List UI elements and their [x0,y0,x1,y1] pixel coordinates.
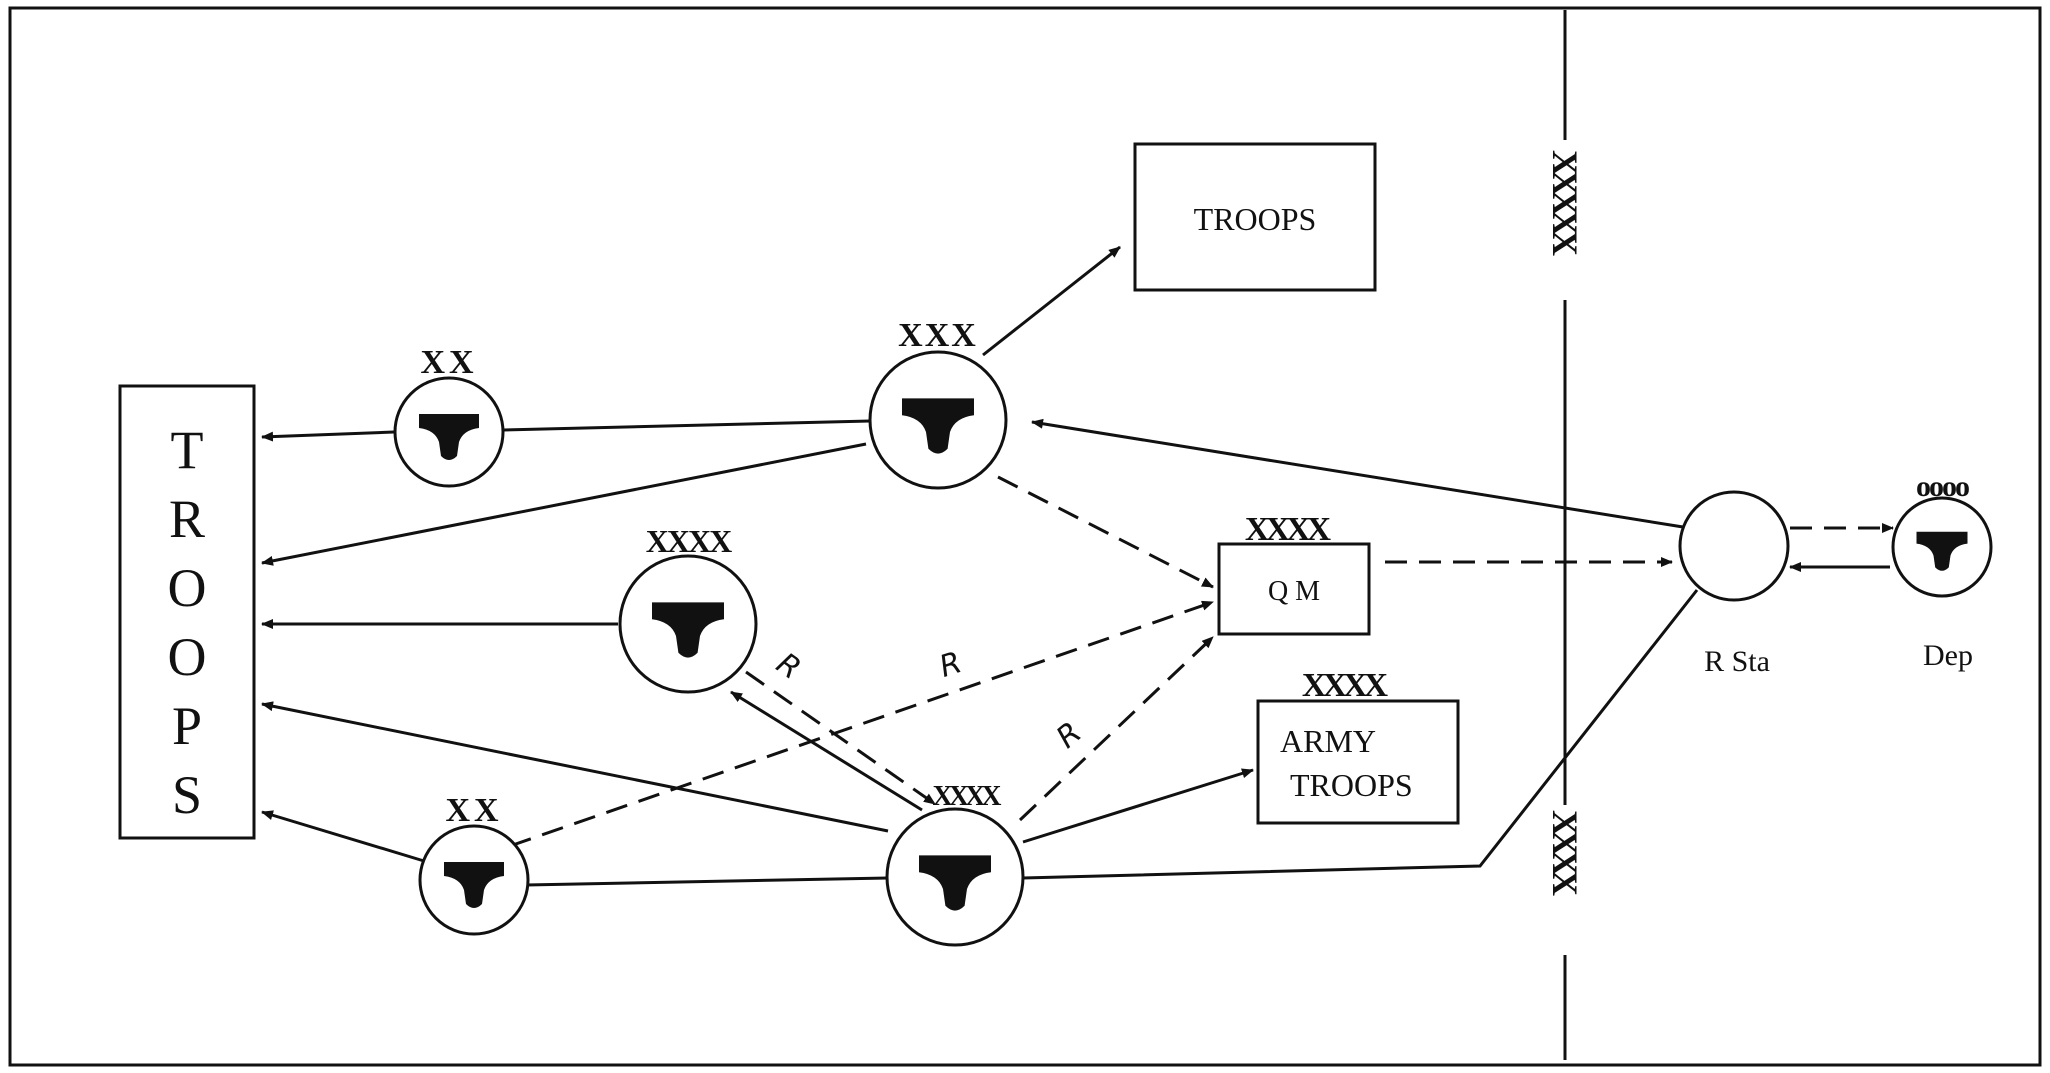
svg-text:Q M: Q M [1268,576,1320,607]
army-qm-top: XXXX [618,523,758,694]
svg-text:O: O [168,627,207,687]
svg-text:TROOPS: TROOPS [1290,767,1413,803]
svg-text:XXXX: XXXX [646,523,732,559]
svg-text:R: R [169,489,205,549]
svg-text:Dep: Dep [1923,639,1973,672]
army-qm-bottom: XXXX [885,781,1025,947]
route-label-r: R [770,646,807,687]
svg-text:R Sta: R Sta [1704,645,1770,678]
svg-text:XX: XX [420,344,477,381]
svg-text:O: O [168,558,207,618]
railhead-station: R Sta [1678,490,1790,678]
troops-top-box: TROOPS [1133,142,1377,292]
svg-text:S: S [172,765,202,825]
svg-text:oooo: oooo [1916,470,1969,503]
route-label-r: R [1050,715,1088,755]
svg-text:TROOPS: TROOPS [1194,201,1317,237]
division-qm-bottom: XX [418,792,530,936]
supply-routes [261,245,1890,887]
svg-text:XX: XX [445,792,502,829]
svg-text:P: P [172,696,202,756]
division-qm-top: XX [393,344,505,488]
diagram-frame [8,6,2042,1067]
svg-text:ARMY: ARMY [1280,723,1376,759]
qm-box: Q M XXXX [1217,511,1371,636]
route-label-r: R [935,645,966,685]
request-routes [509,475,1894,848]
svg-text:XXXX: XXXX [933,781,1002,812]
svg-text:XXXX: XXXX [1245,511,1332,548]
svg-text:XXX: XXX [898,317,978,354]
depot-qm: oooo Dep [1891,470,1993,672]
troops-main-box: T R O O P S [118,384,256,840]
corps-qm: XXX [868,317,1008,490]
boundary-echelon-upper: XXXXX [1545,150,1585,256]
svg-text:XXXX: XXXX [1302,667,1389,704]
army-troops-box: ARMY TROOPS XXXX [1256,667,1460,825]
svg-text:T: T [171,420,204,480]
boundary-echelon-lower: XXXX [1545,810,1585,896]
